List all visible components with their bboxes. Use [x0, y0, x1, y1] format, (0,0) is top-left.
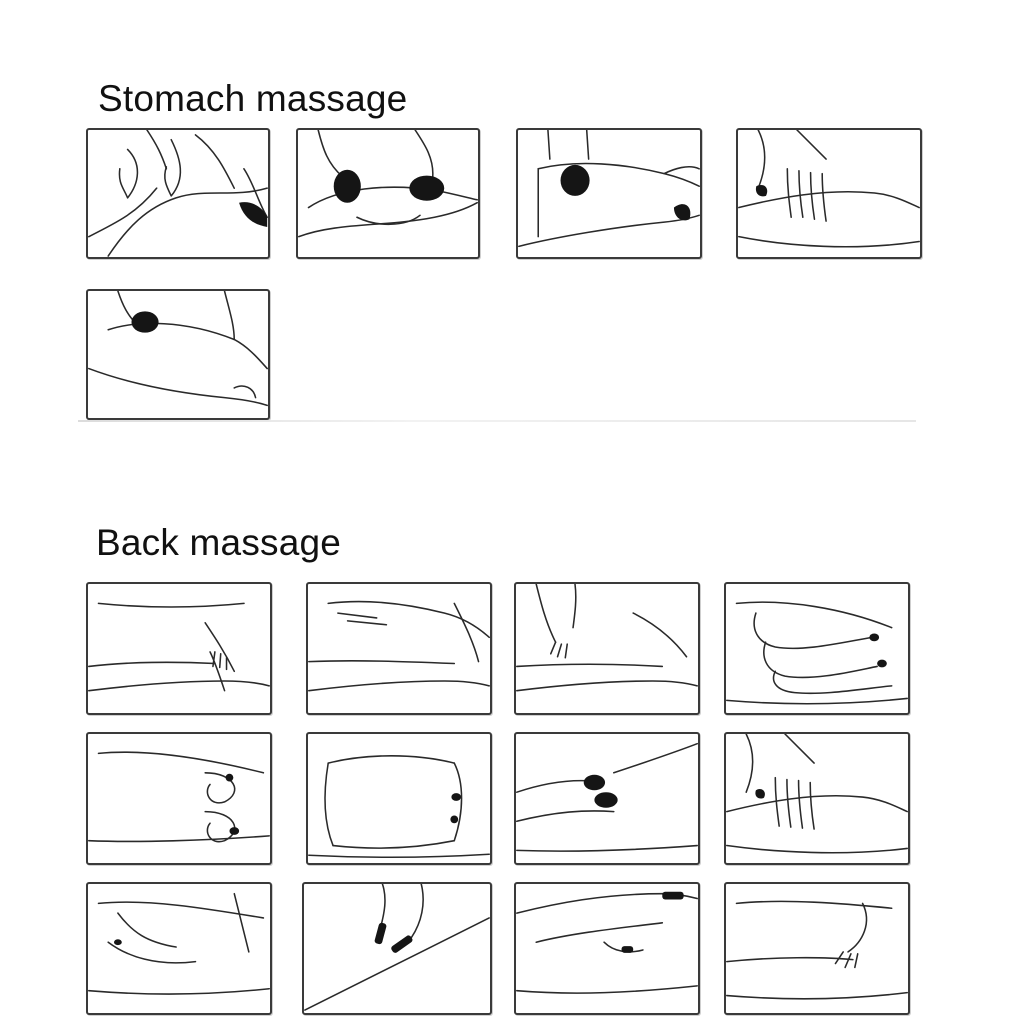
two-hands-back-drawing	[516, 584, 698, 692]
section-divider	[78, 420, 916, 422]
hand-on-back-drawing	[88, 602, 270, 692]
back-step-3-illustration	[514, 582, 700, 715]
stomach-step-4-illustration	[736, 128, 922, 259]
stone-on-chest-drawing	[88, 291, 268, 407]
diagonal-strokes-drawing	[88, 892, 270, 995]
stone-on-stomach-drawing	[518, 130, 700, 248]
back-step-10-illustration	[302, 882, 492, 1015]
back-step-6-illustration	[306, 732, 492, 865]
hand-stroke-back-drawing	[308, 600, 490, 692]
back-massage-title: Back massage	[96, 522, 342, 563]
back-step-2-illustration	[306, 582, 492, 715]
stomach-step-2-illustration	[296, 128, 480, 259]
hands-on-body-drawing	[88, 130, 268, 257]
back-step-1-illustration	[86, 582, 272, 715]
stomach-step-3-illustration	[516, 128, 702, 259]
stroke-lines-drawing	[738, 130, 920, 248]
stomach-massage-title: Stomach massage	[98, 78, 408, 119]
back-step-9-illustration	[86, 882, 272, 1015]
stomach-step-5-illustration	[86, 289, 270, 420]
back-step-4-illustration	[724, 582, 910, 715]
circular-strokes-drawing	[88, 751, 270, 843]
back-step-8-illustration	[724, 732, 910, 865]
stones-along-spine-drawing	[304, 884, 490, 1011]
parallel-strokes-drawing	[726, 734, 908, 854]
outline-stroke-drawing	[308, 755, 490, 859]
hand-on-shoulder-drawing	[726, 900, 908, 1000]
stomach-step-1-illustration	[86, 128, 270, 259]
two-stones-drawing	[298, 130, 478, 238]
stone-stroke-pattern-drawing	[726, 601, 908, 705]
back-step-7-illustration	[514, 732, 700, 865]
neck-massage-drawing	[516, 891, 698, 994]
back-step-5-illustration	[86, 732, 272, 865]
back-step-11-illustration	[514, 882, 700, 1015]
stones-in-hands-drawing	[516, 742, 698, 852]
back-step-12-illustration	[724, 882, 910, 1015]
